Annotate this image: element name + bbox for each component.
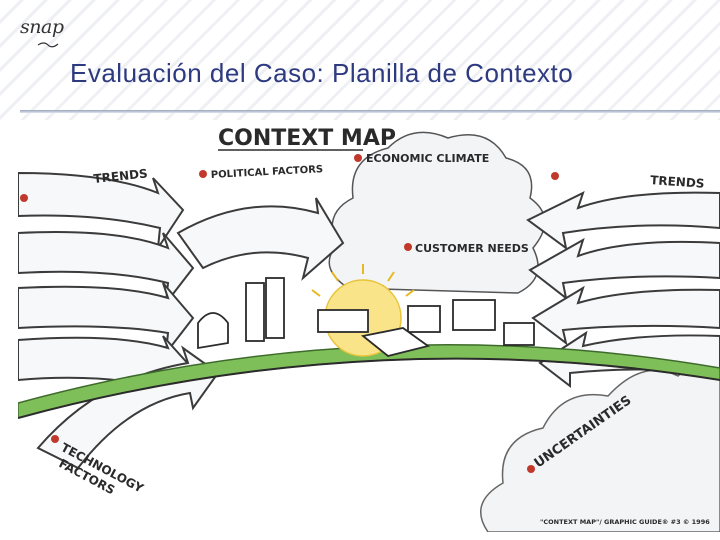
logo-swoosh-icon bbox=[37, 42, 59, 48]
left-trend-arrows bbox=[18, 171, 195, 390]
uncertainty-cloud bbox=[480, 359, 720, 532]
snap-logo: snap bbox=[20, 16, 64, 38]
horizon-curve bbox=[18, 357, 720, 419]
context-map-heading: CONTEXT MAP bbox=[218, 126, 396, 151]
trends-left-label: TRENDS bbox=[93, 166, 148, 186]
political-factors-label: POLITICAL FACTORS bbox=[211, 164, 324, 181]
city-buildings bbox=[197, 277, 535, 357]
political-arrow bbox=[176, 197, 345, 281]
trends-right-label: TRENDS bbox=[650, 173, 705, 191]
diagram-footer-credit: "CONTEXT MAP"/ GRAPHIC GUIDE® #3 © 1996 bbox=[540, 518, 710, 526]
header-stripes bbox=[0, 0, 720, 120]
context-map-diagram: CONTEXT MAP TRENDS POLITICAL FACTORS ECO… bbox=[18, 126, 720, 532]
economic-cloud bbox=[328, 131, 546, 294]
factor-dots bbox=[20, 154, 559, 473]
page-title: Evaluación del Caso: Planilla de Context… bbox=[70, 58, 574, 88]
economic-climate-label: ECONOMIC CLIMATE bbox=[366, 152, 489, 165]
customer-needs-label: CUSTOMER NEEDS bbox=[415, 242, 529, 255]
title-divider bbox=[20, 110, 720, 113]
